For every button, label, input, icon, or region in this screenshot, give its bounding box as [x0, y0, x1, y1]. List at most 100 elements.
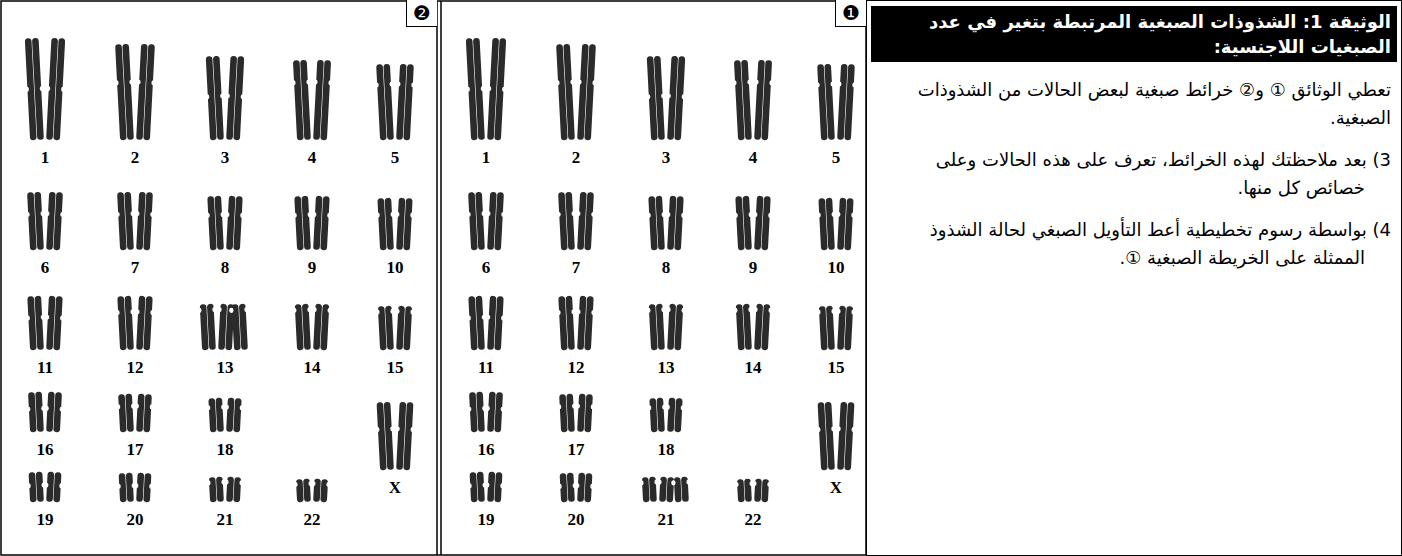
centromere-notch — [837, 81, 842, 86]
chromosome — [463, 38, 488, 141]
chromatid — [761, 196, 770, 250]
centromere-notch — [136, 79, 141, 84]
chromosome — [310, 196, 332, 251]
chromatid — [737, 479, 745, 502]
centromere-notch — [307, 212, 312, 217]
chromosome — [43, 392, 65, 433]
centromere-notch — [748, 307, 753, 312]
question-text: 4) بواسطة رسوم تخطيطية أعط التأويل الصبغ… — [877, 216, 1391, 272]
centromere-notch — [60, 315, 65, 320]
chromatid — [559, 394, 568, 432]
chromosome-number: 21 — [644, 511, 688, 528]
chromatid — [565, 296, 574, 350]
chromatid — [656, 304, 665, 350]
chromosome — [815, 402, 838, 471]
chromosome — [664, 196, 686, 251]
chromosome-number: 8 — [644, 259, 688, 276]
centromere-notch — [465, 87, 470, 92]
centromere-notch — [375, 427, 380, 432]
chromosome — [731, 60, 755, 141]
chromosome — [133, 473, 154, 503]
chromatid — [584, 192, 594, 250]
chromosome-number: 10 — [814, 259, 858, 276]
centromere-notch — [45, 315, 50, 320]
chromatid — [385, 198, 394, 250]
centromere-notch — [307, 307, 312, 312]
centromere-notch — [466, 212, 471, 217]
chromatid — [208, 398, 216, 432]
chromosome — [204, 196, 226, 251]
centromere-notch — [467, 483, 472, 488]
chromatid — [46, 392, 55, 432]
centromere-notch — [395, 426, 400, 431]
chromatid — [216, 398, 224, 432]
centromere-notch — [681, 405, 686, 410]
centromere-notch — [313, 79, 318, 84]
centromere-notch — [292, 308, 297, 313]
chromosome — [574, 44, 599, 141]
centromere-notch — [816, 427, 821, 432]
chromosome — [24, 192, 47, 251]
chromatid — [469, 392, 478, 432]
chromosome — [223, 398, 244, 433]
panel-number-box: ❷ — [406, 0, 437, 27]
chromatid — [475, 192, 485, 250]
chromatid — [844, 198, 853, 250]
centromere-notch — [486, 211, 491, 216]
chromosome — [465, 296, 487, 351]
chromatid — [136, 394, 145, 432]
chromosome — [133, 192, 156, 251]
chromosome-number: 12 — [113, 359, 157, 376]
centromere-notch — [306, 79, 311, 84]
centromere-notch — [25, 315, 30, 320]
centromere-notch — [45, 211, 50, 216]
chromatid — [384, 402, 394, 470]
chromatid — [494, 38, 506, 140]
chromosome-number: 4 — [290, 149, 334, 166]
panel-divider — [436, 1, 438, 555]
chromatid — [233, 196, 242, 250]
chromatid — [825, 402, 835, 470]
chromatid — [494, 296, 503, 350]
chromatid — [742, 196, 751, 250]
centromere-notch — [312, 212, 317, 217]
chromosome — [293, 479, 314, 503]
centromere-notch — [59, 483, 64, 488]
chromosome — [205, 398, 226, 433]
chromosome — [644, 56, 668, 141]
centromere-notch — [836, 309, 841, 314]
chromosome — [133, 394, 155, 433]
chromosome-number: 13 — [203, 359, 247, 376]
centromere-notch — [411, 82, 416, 87]
centromere-notch — [312, 307, 317, 312]
centromere-notch — [682, 94, 687, 99]
centromere-notch — [831, 426, 836, 431]
centromere-notch — [24, 87, 29, 92]
centromere-notch — [206, 480, 211, 485]
centromere-notch — [44, 406, 49, 411]
centromere-notch — [197, 308, 202, 313]
centromere-notch — [217, 307, 222, 312]
chromosome-number: 22 — [290, 511, 334, 528]
chromatid — [584, 394, 593, 432]
chromosome — [290, 60, 314, 141]
chromatid — [320, 196, 329, 250]
chromosome-number: 12 — [554, 359, 598, 376]
chromatid — [53, 38, 65, 140]
centromere-notch — [40, 86, 45, 91]
centromere-notch — [851, 212, 856, 217]
centromere-notch — [205, 94, 210, 99]
centromere-notch — [752, 481, 757, 486]
chromosome-number: 14 — [290, 359, 334, 376]
chromosome-number: 22 — [731, 511, 775, 528]
chromosome — [292, 304, 314, 351]
chromatid — [35, 392, 44, 432]
centromere-notch — [754, 79, 759, 84]
chromosome-number: 18 — [644, 441, 688, 458]
centromere-notch — [852, 82, 857, 87]
chromosome-number: 19 — [464, 511, 508, 528]
chromatid — [32, 38, 44, 140]
centromere-notch — [410, 212, 415, 217]
centromere-notch — [485, 406, 490, 411]
chromosome — [574, 296, 596, 351]
